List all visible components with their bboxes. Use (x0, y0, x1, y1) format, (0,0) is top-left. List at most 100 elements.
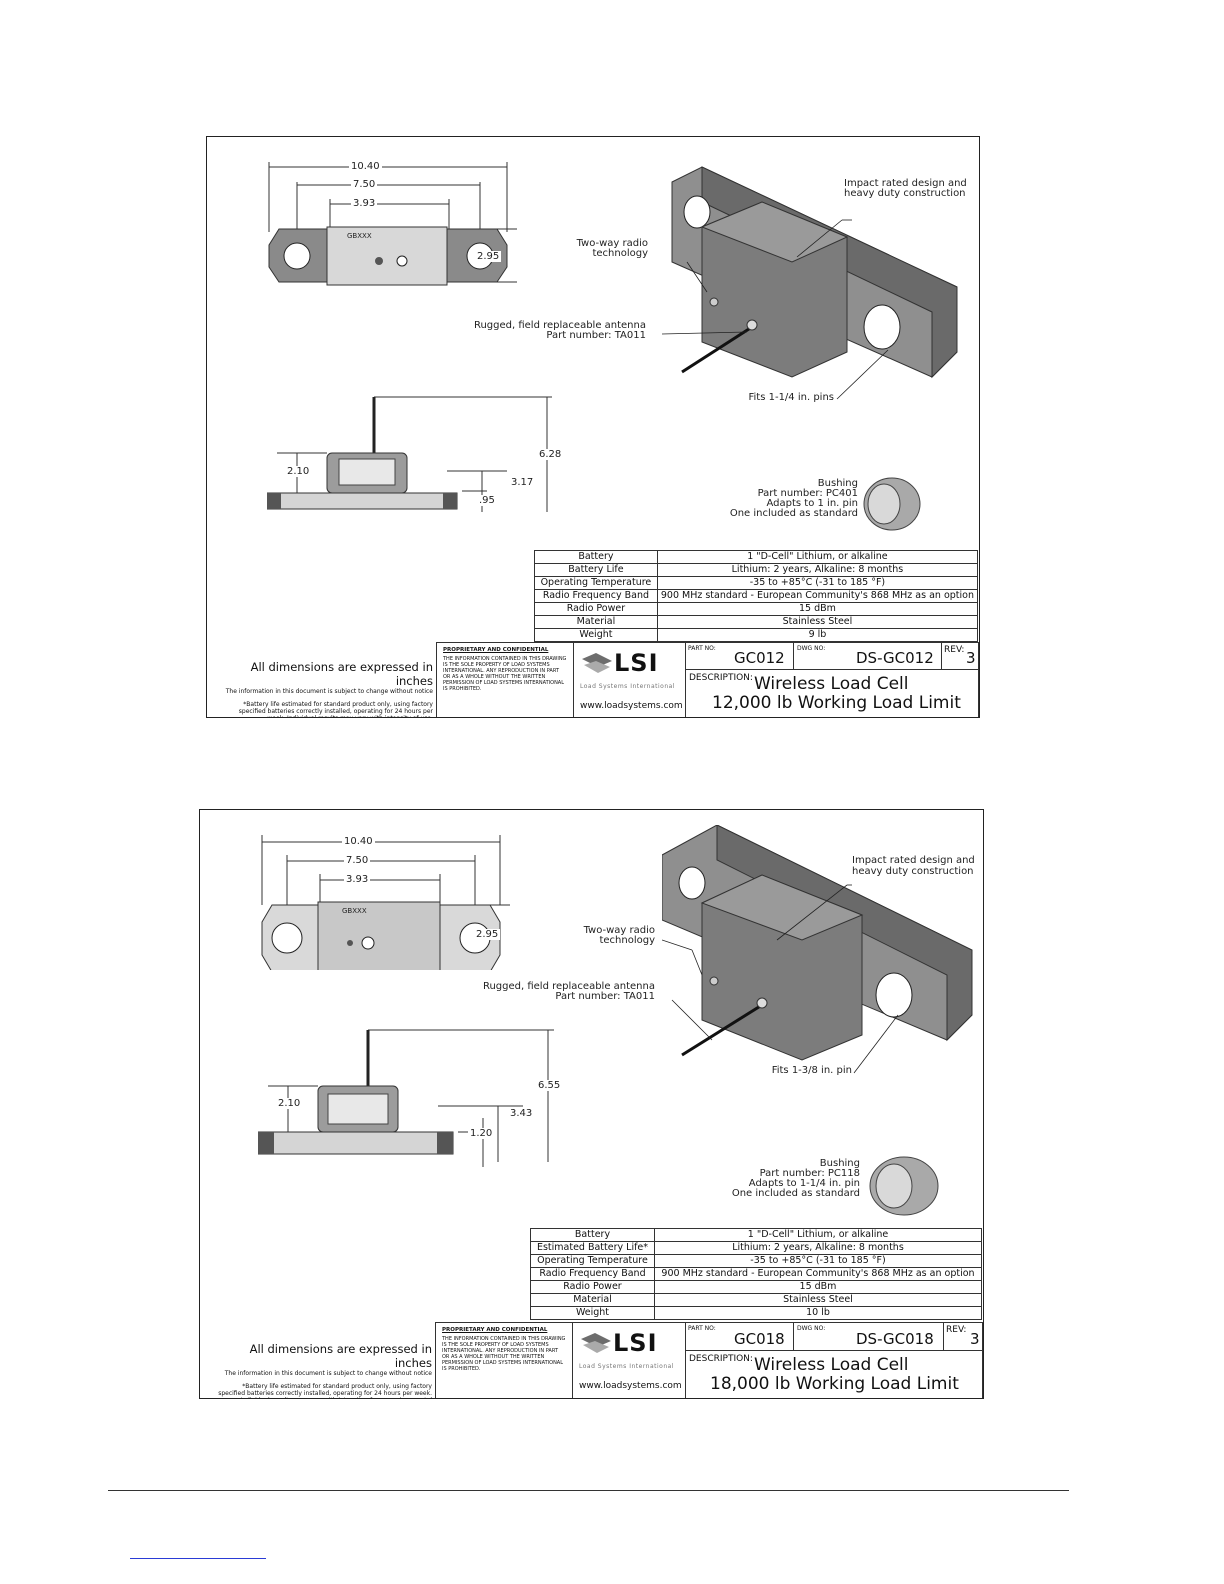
brand-url: www.loadsystems.com (579, 1381, 682, 1391)
dim-mid: 3.17 (509, 477, 536, 488)
callout-antenna-2: Part number: TA011 (546, 330, 646, 341)
part-no-cell: PART NO: GC018 (686, 1323, 794, 1351)
brand-url: www.loadsystems.com (580, 701, 683, 711)
dim-total-height: 6.28 (537, 449, 564, 460)
notes-battery: *Battery life estimated for standard pro… (218, 1383, 432, 1398)
callout-radio-1: Two-way radio (576, 238, 648, 249)
top-view-drawing (261, 835, 510, 970)
dim-overall: 10.40 (342, 836, 375, 847)
rev-cell: REV: 3 (944, 1323, 983, 1351)
description-cell: DESCRIPTION: Wireless Load Cell 12,000 l… (686, 670, 979, 717)
bushing-standard: One included as standard (729, 508, 858, 519)
lsi-logo: LSI (613, 1329, 658, 1357)
dim-total-height: 6.55 (536, 1080, 563, 1091)
proprietary-notice: PROPRIETARY AND CONFIDENTIAL THE INFORMA… (436, 1323, 573, 1398)
description-cell: DESCRIPTION: Wireless Load Cell 18,000 l… (686, 1351, 983, 1398)
description-line-2: 12,000 lb Working Load Limit (712, 693, 961, 713)
bushing-part: Part number: PC118 (759, 1168, 860, 1179)
drawing-sheet-gc018: 10.40 7.50 3.93 2.95 GBXXX 6.55 2.10 3.4… (199, 809, 984, 1399)
dim-pin-centers: 7.50 (344, 855, 371, 866)
logo-cell: LSI Load Systems International www.loads… (574, 643, 686, 717)
brand-name: Load Systems International (579, 1363, 675, 1370)
notes-battery: *Battery life estimated for standard pro… (238, 701, 433, 717)
dim-mid: 3.43 (508, 1108, 535, 1119)
footer-rule (108, 1490, 1069, 1491)
side-view-drawing (267, 396, 552, 512)
dwg-no-cell: DWG NO: DS-GC012 (794, 643, 942, 670)
isometric-load-cell (662, 825, 973, 1074)
rev-value: 3 (966, 649, 976, 667)
lsi-logo-mark (582, 653, 612, 673)
notes-sub: The information in this document is subj… (224, 1370, 432, 1377)
dim-body-width: 3.93 (351, 198, 378, 209)
callout-impact-1: Impact rated design and (852, 855, 975, 866)
part-no: GC018 (734, 1330, 785, 1348)
callout-fits: Fits 1-1/4 in. pins (748, 392, 834, 403)
bushing-adapts: Adapts to 1-1/4 in. pin (748, 1178, 860, 1189)
dim-body-width: 3.93 (344, 874, 371, 885)
side-view-drawing (258, 1029, 554, 1167)
footer-link-underline[interactable] (130, 1558, 266, 1559)
spec-row: Operating Temperature-35 to +85°C (-31 t… (534, 576, 979, 590)
title-block: PROPRIETARY AND CONFIDENTIAL THE INFORMA… (436, 642, 979, 717)
rev-value: 3 (970, 1330, 980, 1348)
drawing-sheet-gc012: 10.40 7.50 3.93 2.95 GBXXX 6.28 2.10 3.1… (206, 136, 980, 718)
bushing-drawing (863, 477, 921, 531)
notes-sub: The information in this document is subj… (225, 688, 433, 695)
dim-body-height: 2.10 (285, 466, 312, 477)
bushing-part: Part number: PC401 (757, 488, 858, 499)
dim-overall: 10.40 (349, 161, 382, 172)
dim-body-height: 2.10 (276, 1098, 303, 1109)
description-line-2: 18,000 lb Working Load Limit (710, 1374, 959, 1394)
dim-height: 2.95 (474, 929, 501, 940)
dim-pin-centers: 7.50 (351, 179, 378, 190)
description-line-1: Wireless Load Cell (754, 674, 909, 694)
bushing-adapts: Adapts to 1 in. pin (766, 498, 859, 509)
bushing-title: Bushing (817, 478, 858, 489)
callout-radio-2: technology (592, 248, 648, 259)
spec-row: Operating Temperature-35 to +85°C (-31 t… (530, 1254, 982, 1268)
nameplate-label: GBXXX (342, 907, 367, 915)
callout-antenna-1: Rugged, field replaceable antenna (482, 981, 655, 992)
notes-block: All dimensions are expressed in inches T… (225, 660, 433, 717)
dwg-no: DS-GC012 (856, 649, 934, 667)
notes-main: All dimensions are expressed in inches (250, 660, 433, 688)
dwg-no-cell: DWG NO: DS-GC018 (794, 1323, 944, 1351)
bushing-drawing (869, 1156, 939, 1216)
bushing-title: Bushing (819, 1158, 860, 1169)
callout-impact-1: Impact rated design and (844, 178, 967, 189)
part-no-cell: PART NO: GC012 (686, 643, 794, 670)
description-line-1: Wireless Load Cell (754, 1355, 909, 1375)
lsi-logo-mark (581, 1333, 611, 1353)
title-block: PROPRIETARY AND CONFIDENTIAL THE INFORMA… (435, 1322, 983, 1398)
part-no: GC012 (734, 649, 785, 667)
dim-height: 2.95 (475, 251, 502, 262)
callout-radio-2: technology (599, 935, 655, 946)
proprietary-notice: PROPRIETARY AND CONFIDENTIAL THE INFORMA… (437, 643, 574, 717)
nameplate-label: GBXXX (347, 232, 372, 240)
logo-cell: LSI Load Systems International www.loads… (573, 1323, 686, 1398)
callout-antenna-2: Part number: TA011 (555, 991, 655, 1002)
top-view-drawing (268, 162, 517, 286)
brand-name: Load Systems International (580, 683, 676, 690)
callout-fits: Fits 1-3/8 in. pin (771, 1065, 852, 1076)
callout-impact-2: heavy duty construction (852, 866, 974, 877)
dwg-no: DS-GC018 (856, 1330, 934, 1348)
notes-block: All dimensions are expressed in inches T… (218, 1342, 432, 1398)
callout-antenna-1: Rugged, field replaceable antenna (473, 320, 646, 331)
callout-radio-1: Two-way radio (583, 925, 655, 936)
lsi-logo: LSI (614, 649, 659, 677)
